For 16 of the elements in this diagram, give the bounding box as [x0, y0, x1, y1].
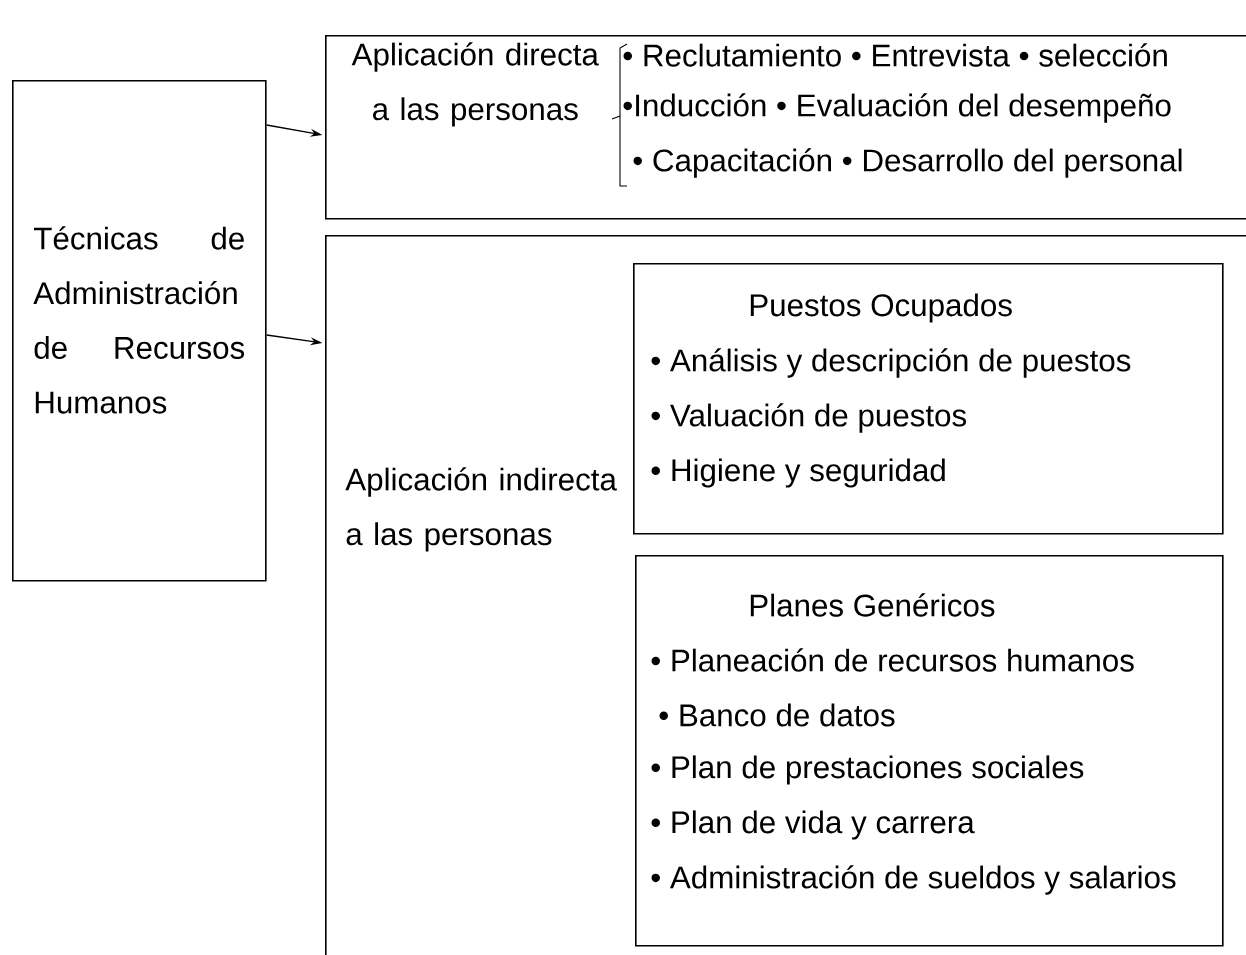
- list-item: • Plan de prestaciones sociales: [651, 755, 1084, 785]
- heading-text: Puestos Ocupados: [750, 293, 1012, 323]
- list-item: • Administración de sueldos y salarios: [651, 865, 1176, 895]
- list-item: • Planeación de recursos humanos: [651, 648, 1134, 672]
- heading-text: Planes Genéricos: [750, 593, 995, 617]
- list-item: • Análisis y descripción de puestos: [651, 348, 1131, 378]
- list-item: • Plan de vida y carrera: [651, 810, 975, 840]
- list-item: • Reclutamiento • Entrevista • selección: [623, 43, 1167, 67]
- list-item: • Banco de datos: [659, 703, 895, 727]
- heading-text: Aplicación directa a las personas: [351, 42, 599, 127]
- heading-text: Aplicación indirecta a las personas: [345, 467, 617, 552]
- list-item: •Inducción • Evaluación del desempeño: [623, 93, 1171, 123]
- list-item: • Higiene y seguridad: [651, 458, 945, 488]
- list-item: • Capacitación • Desarrollo del personal: [633, 148, 1182, 178]
- heading-text: Técnicas de Administración de Recursos Humanos: [33, 226, 245, 414]
- list-item: • Valuación de puestos: [651, 403, 967, 433]
